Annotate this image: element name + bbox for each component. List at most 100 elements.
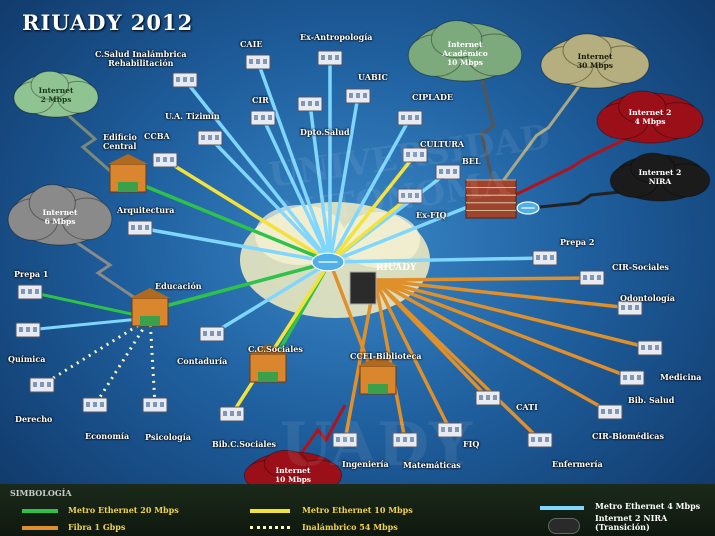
label-ciplade: CIPLADE bbox=[412, 92, 453, 102]
legend-swatch-metro4 bbox=[540, 506, 584, 510]
legend-metro10: Metro Ethernet 10 Mbps bbox=[302, 505, 413, 515]
legend-swatch-nira-cloud bbox=[548, 518, 580, 534]
building-window bbox=[531, 437, 535, 442]
building-window bbox=[93, 402, 97, 407]
building-window bbox=[176, 77, 180, 82]
label-prepa1: Prepa 1 bbox=[14, 269, 49, 279]
building-window bbox=[621, 305, 625, 310]
building-window bbox=[26, 327, 30, 332]
link-caie bbox=[256, 60, 332, 264]
link-cir-biomedicas bbox=[373, 278, 612, 414]
building-window bbox=[545, 437, 549, 442]
cloud-internet-2mbps bbox=[13, 70, 99, 118]
cloud-label-internet-10mbps: Internet 10 Mbps bbox=[274, 466, 312, 484]
building-window bbox=[336, 437, 340, 442]
building-window bbox=[156, 157, 160, 162]
building-window bbox=[19, 327, 23, 332]
building-window bbox=[21, 289, 25, 294]
riuady-logo-text: RIUADY bbox=[376, 263, 417, 273]
link-matematicas bbox=[373, 278, 407, 442]
building-window bbox=[410, 437, 414, 442]
building-window bbox=[420, 152, 424, 157]
building-window bbox=[635, 305, 639, 310]
label-cir: CIR bbox=[252, 95, 269, 105]
label-matematicas: Matemáticas bbox=[403, 460, 461, 470]
building-window bbox=[230, 411, 234, 416]
label-enfermeria: Enfermería bbox=[552, 459, 603, 469]
cloud-internet-6mbps bbox=[7, 184, 113, 246]
building-window bbox=[350, 437, 354, 442]
label-derecho: Derecho bbox=[15, 414, 53, 424]
link-odontologia bbox=[373, 278, 632, 310]
link-firewall bbox=[328, 196, 492, 264]
building-window bbox=[356, 93, 360, 98]
building-window bbox=[415, 193, 419, 198]
building-window bbox=[349, 93, 353, 98]
building-window bbox=[215, 135, 219, 140]
label-dpto-salud: Dpto.Salud bbox=[300, 127, 350, 137]
link-ciplade bbox=[328, 116, 412, 264]
building-window bbox=[223, 411, 227, 416]
campus-ccei-icon-roof bbox=[358, 356, 398, 366]
building-window bbox=[153, 402, 157, 407]
building-window bbox=[237, 411, 241, 416]
building-window bbox=[328, 55, 332, 60]
link-ingenieria bbox=[343, 278, 377, 442]
building-window bbox=[486, 395, 490, 400]
label-uabic: UABIC bbox=[358, 72, 388, 82]
legend-swatch-fibra bbox=[22, 526, 58, 530]
building-window bbox=[208, 135, 212, 140]
building-window bbox=[655, 345, 659, 350]
firewall-icon bbox=[465, 179, 517, 219]
building-window bbox=[441, 427, 445, 432]
label-ex-antropologia: Ex-Antropología bbox=[300, 32, 373, 42]
cloud-label-internet-2mbps: Internet 2 Mbps bbox=[38, 86, 74, 104]
building-window bbox=[86, 402, 90, 407]
link-fiq bbox=[373, 278, 452, 432]
legend: SIMBOLOGÍA Metro Ethernet 20 Mbps Fibra … bbox=[0, 484, 715, 536]
campus-educacion-icon-roof bbox=[130, 288, 170, 298]
cloud-label-internet-6mbps: Internet 6 Mbps bbox=[42, 208, 78, 226]
campus-cc-sociales-icon-lawn bbox=[258, 372, 278, 382]
legend-nira: Internet 2 NIRA (Transición) bbox=[595, 513, 668, 532]
label-ccba: CCBA bbox=[144, 131, 170, 141]
link-educacion bbox=[156, 260, 332, 310]
label-prepa2: Prepa 2 bbox=[560, 237, 595, 247]
conn-2mbps bbox=[59, 106, 119, 180]
label-cultura: CULTURA bbox=[420, 139, 465, 149]
link-ccba bbox=[163, 158, 332, 264]
core-server-icon bbox=[349, 271, 377, 305]
building-window bbox=[401, 115, 405, 120]
building-window bbox=[413, 152, 417, 157]
wl-derecho bbox=[41, 316, 151, 387]
building-window bbox=[249, 59, 253, 64]
diagram-title: RIUADY 2012 bbox=[22, 10, 194, 35]
campus-central-icon-lawn bbox=[118, 182, 138, 192]
building-window bbox=[210, 331, 214, 336]
link-uabic bbox=[328, 94, 360, 264]
label-cc-sociales: C.C.Sociales bbox=[248, 344, 303, 354]
label-odontologia: Odontología bbox=[620, 293, 675, 303]
wl-psicologia bbox=[148, 317, 157, 406]
cloud-internet-academico bbox=[407, 20, 523, 82]
building-window bbox=[217, 331, 221, 336]
uady-watermark: UADY bbox=[280, 410, 472, 480]
building-window bbox=[321, 55, 325, 60]
building-window bbox=[145, 225, 149, 230]
building-window bbox=[183, 77, 187, 82]
building-window bbox=[455, 427, 459, 432]
building-window bbox=[550, 255, 554, 260]
link-ccei bbox=[328, 260, 377, 382]
legend-wireless: Inalámbrico 54 Mbps bbox=[302, 522, 398, 532]
label-cir-biomedicas: CIR-Biomédicas bbox=[592, 431, 664, 441]
building-window bbox=[630, 375, 634, 380]
legend-metro20: Metro Ethernet 20 Mbps bbox=[68, 505, 179, 515]
link-bib-c-sociales bbox=[230, 260, 332, 416]
campus-ccei-icon-lawn bbox=[368, 384, 388, 394]
cloud-internet-10mbps bbox=[243, 449, 343, 495]
campus-central-icon-roof bbox=[108, 154, 148, 164]
building-window bbox=[47, 382, 51, 387]
link-cir-sociales bbox=[373, 276, 594, 282]
label-bib-c-sociales: Bib.C.Sociales bbox=[212, 439, 277, 449]
